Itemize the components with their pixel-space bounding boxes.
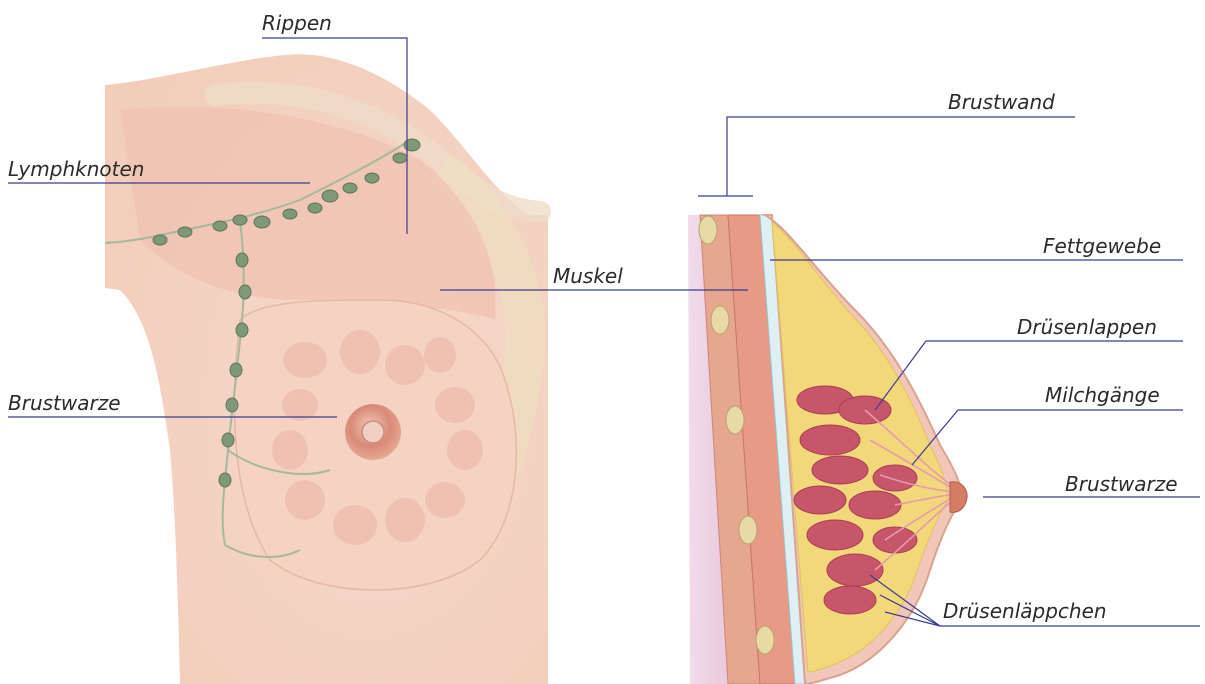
front-nipple	[362, 421, 384, 443]
label-brustwarze-left: Brustwarze	[8, 393, 121, 413]
label-druesenlaeppchen: Drüsenläppchen	[943, 601, 1107, 621]
front-view-illustration	[105, 54, 548, 684]
cross-section-nipple	[950, 482, 967, 513]
label-muskel: Muskel	[553, 266, 623, 286]
label-brustwarze-right: Brustwarze	[1065, 474, 1178, 494]
label-brustwand: Brustwand	[948, 92, 1055, 112]
label-fettgewebe: Fettgewebe	[1043, 236, 1161, 256]
label-milchgaenge: Milchgänge	[1045, 385, 1160, 405]
leader-brustwand	[727, 117, 1075, 196]
leader-milchgaenge	[912, 410, 1183, 465]
label-druesenlappen: Drüsenlappen	[1017, 317, 1157, 337]
label-lymphknoten: Lymphknoten	[8, 159, 144, 179]
label-rippen: Rippen	[262, 13, 332, 33]
